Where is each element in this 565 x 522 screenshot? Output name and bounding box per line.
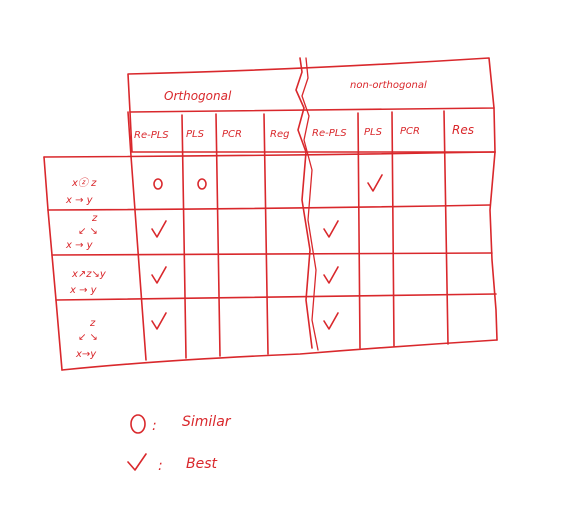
row-3-diagram-top: x↗z↘y (71, 269, 107, 280)
row-2-diagram-mid: ↙ ↘ (78, 226, 98, 237)
legend: : Similar : Best (127, 414, 232, 474)
row-label-3: x↗z↘y x → y (69, 269, 107, 296)
legend-similar: : Similar (130, 414, 232, 434)
row-1-diagram-bottom: x → y (65, 195, 94, 206)
similar-circle-icon (153, 178, 163, 190)
row-4-diagram-bottom: x→y (75, 349, 97, 360)
table-grid (43, 57, 498, 371)
row-2-diagram-top: z (91, 213, 98, 224)
legend-similar-sep: : (152, 418, 157, 434)
row-label-2: z ↙ ↘ x → y (65, 213, 98, 251)
row-label-4: z ↙ ↘ x→y (75, 318, 98, 360)
best-check-icon (323, 312, 339, 330)
best-check-icon (323, 266, 339, 284)
row-3-diagram-bottom: x → y (69, 285, 98, 296)
col-header-6: PLS (364, 127, 383, 138)
col-header-5: Re-PLS (312, 128, 347, 139)
best-check-icon (151, 220, 167, 238)
row-2-diagram-bottom: x → y (65, 240, 94, 251)
col-header-7: PCR (400, 126, 420, 137)
check-symbol-icon (127, 453, 147, 471)
header-non-orthogonal: non-orthogonal (350, 80, 427, 91)
col-header-2: PLS (186, 129, 205, 140)
col-header-4: Reg (270, 129, 289, 140)
legend-best-sep: : (158, 458, 163, 474)
row-1-diagram-top: xⓩ z (71, 177, 97, 189)
col-header-8: Res (452, 123, 474, 137)
best-check-icon (151, 266, 167, 284)
legend-similar-label: Similar (182, 414, 232, 430)
header-orthogonal: Orthogonal (164, 89, 232, 103)
best-check-icon (151, 312, 167, 330)
best-check-icon (323, 220, 339, 238)
row-4-diagram-mid: ↙ ↘ (78, 332, 98, 343)
best-check-icon (367, 174, 383, 192)
col-header-3: PCR (222, 129, 242, 140)
circle-symbol-icon (130, 414, 146, 434)
similar-circle-icon (197, 178, 207, 190)
col-header-1: Re-PLS (134, 130, 169, 141)
legend-best: : Best (127, 453, 218, 474)
cell-marks (151, 174, 383, 330)
row-4-diagram-top: z (89, 318, 96, 329)
legend-best-label: Best (186, 456, 218, 472)
row-label-1: xⓩ z x → y (65, 177, 97, 206)
